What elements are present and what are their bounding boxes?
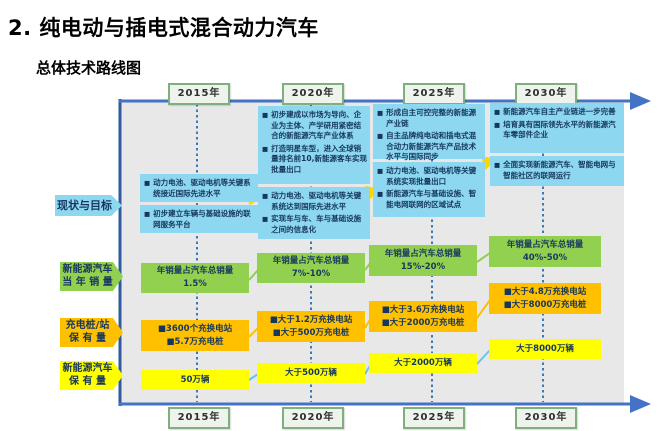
row-label-line: 保 有 量 xyxy=(69,375,106,387)
goal-box-2030-1: ■新能源汽车自主产业链进一步完善 ■培育具有国际领先水平的新能源汽车零部件企业 xyxy=(490,103,624,153)
sales-box-2030: 年销量占汽车总销量 40%-50% xyxy=(489,236,601,267)
goal-box-2020-2: ■动力电池、驱动电机等关键系统达到国际先进水平 ■实现车与车、车与基础设施之间的… xyxy=(258,187,370,239)
charging-line: ■大于500万充电桩 xyxy=(272,327,350,338)
goal-text: 打造明星车型，进入全球销量排名前10,新能源客车实现批量出口 xyxy=(271,143,367,174)
bullet-icon: ■ xyxy=(377,132,384,140)
sales-box-2020: 年销量占汽车总销量 7%-10% xyxy=(257,253,365,283)
row-label-text: 现状与目标 xyxy=(57,198,112,212)
goal-text: 动力电池、驱动电机等关键系统达到国际先进水平 xyxy=(271,191,362,211)
goal-text: 自主品牌纯电动和插电式混合动力新能源汽车产品技术水平与国际同步 xyxy=(386,131,477,161)
row-label-line: 新能源汽车 xyxy=(62,264,113,275)
goal-text: 初步建立车辆与基础设施的联网服务平台 xyxy=(153,209,251,229)
goal-text: 初步建成以市场为导向、企业为主体、产学研用紧密结合的新能源汽车产业体系 xyxy=(271,110,362,140)
goal-text: 动力电池、驱动电机等关键系统接近国际先进水平 xyxy=(153,178,251,198)
charging-box-2020: ■大于1.2万充换电站 ■大于500万充电桩 xyxy=(257,311,365,342)
row-label-annual-sales: 新能源汽车 当 年 销 量 xyxy=(60,262,123,291)
goal-text: 培育具有国际领先水平的新能源汽车零部件企业 xyxy=(503,119,616,140)
sales-value: 1.5% xyxy=(183,279,207,289)
page-title: 2. 纯电动与插电式混合动力汽车 xyxy=(8,16,319,40)
year-label-top-2030: 2030年 xyxy=(515,83,577,105)
charging-line: ■5.7万充电桩 xyxy=(166,336,224,347)
goal-box-2030-2: ■全面实现新能源汽车、智能电网与智能社区的联网运行 xyxy=(490,156,624,186)
fleet-box-2030: 大于8000万辆 xyxy=(489,339,601,359)
charging-box-2025: ■大于3.6万充换电站 ■大于2000万充电桩 xyxy=(369,301,477,332)
sales-value: 7%-10% xyxy=(291,269,331,279)
row-label-charging-stock: 充电桩/站 保 有 量 xyxy=(60,318,123,347)
goal-text: 新能源汽车与基础设施、智能电网联网的区域试点 xyxy=(386,189,477,209)
charging-line: ■大于8000万充电桩 xyxy=(503,299,587,310)
year-label-bottom-2025: 2025年 xyxy=(403,407,465,429)
year-label-top-2025: 2025年 xyxy=(403,83,465,105)
goal-box-2015-1: ■动力电池、驱动电机等关键系统接近国际先进水平 xyxy=(140,174,258,202)
sales-box-2015: 年销量占汽车总销量 1.5% xyxy=(141,263,249,293)
goal-box-2025-2: ■动力电池、驱动电机等关键系统实现批量出口 ■新能源汽车与基础设施、智能电网联网… xyxy=(373,162,485,217)
fleet-box-2015: 50万辆 xyxy=(141,370,249,390)
charging-box-2030: ■大于4.8万充换电站 ■大于8000万充电桩 xyxy=(489,283,601,314)
goal-text: 全面实现新能源汽车、智能电网与智能社区的联网运行 xyxy=(503,160,616,180)
goal-box-2020-1: ■初步建成以市场为导向、企业为主体、产学研用紧密结合的新能源汽车产业体系 ■打造… xyxy=(258,106,370,184)
bullet-icon: ■ xyxy=(494,161,501,169)
year-label-bottom-2020: 2020年 xyxy=(282,407,344,429)
row-label-line: 充电桩/站 xyxy=(65,320,110,331)
page-subtitle: 总体技术路线图 xyxy=(36,59,142,77)
row-label-vehicle-stock: 新能源汽车 保 有 量 xyxy=(60,361,123,390)
sales-caption: 年销量占汽车总销量 xyxy=(272,256,350,267)
sales-value: 15%-20% xyxy=(400,261,446,272)
charging-line: ■3600个充换电站 xyxy=(157,323,233,334)
charging-line: ■大于4.8万充换电站 xyxy=(503,286,587,297)
charging-line: ■大于3.6万充换电站 xyxy=(381,304,465,315)
row-label-line: 新能源汽车 xyxy=(62,363,113,374)
sales-box-2025: 年销量占汽车总销量 15%-20% xyxy=(369,245,477,276)
bullet-icon: ■ xyxy=(262,215,269,223)
bullet-icon: ■ xyxy=(144,179,151,187)
goal-text: 动力电池、驱动电机等关键系统实现批量出口 xyxy=(386,166,477,186)
fleet-value: 50万辆 xyxy=(180,374,210,385)
bullet-icon: ■ xyxy=(262,192,269,200)
bullet-icon: ■ xyxy=(377,167,384,175)
charging-line: ■大于1.2万充换电站 xyxy=(269,314,353,325)
year-label-bottom-2030: 2030年 xyxy=(515,407,577,429)
bullet-icon: ■ xyxy=(144,210,151,218)
sales-value: 40%-50% xyxy=(522,252,568,263)
bullet-icon: ■ xyxy=(377,190,384,198)
fleet-value: 大于500万辆 xyxy=(285,367,337,378)
bullet-icon: ■ xyxy=(262,144,269,153)
goal-text: 新能源汽车自主产业链进一步完善 xyxy=(503,107,616,116)
row-label-line: 当 年 销 量 xyxy=(62,276,113,288)
charging-box-2015: ■3600个充换电站 ■5.7万充电桩 xyxy=(141,320,249,351)
goal-text: 形成自主可控完整的新能源产业链 xyxy=(386,108,477,128)
row-label-status-goals: 现状与目标 xyxy=(55,195,122,216)
fleet-value: 大于8000万辆 xyxy=(516,343,574,354)
sales-caption: 年销量占汽车总销量 xyxy=(384,248,462,259)
year-label-top-2015: 2015年 xyxy=(168,83,230,105)
bullet-icon: ■ xyxy=(377,109,384,117)
sales-caption: 年销量占汽车总销量 xyxy=(506,239,584,250)
goal-box-2015-2: ■初步建立车辆与基础设施的联网服务平台 xyxy=(140,205,258,233)
fleet-box-2020: 大于500万辆 xyxy=(257,363,365,383)
bullet-icon: ■ xyxy=(494,120,501,129)
bullet-icon: ■ xyxy=(262,111,269,119)
charging-line: ■大于2000万充电桩 xyxy=(381,317,465,328)
sales-caption: 年销量占汽车总销量 xyxy=(156,266,234,277)
bullet-icon: ■ xyxy=(494,108,501,116)
goal-text: 实现车与车、车与基础设施之间的信息化 xyxy=(271,214,362,234)
year-label-bottom-2015: 2015年 xyxy=(168,407,230,429)
fleet-value: 大于2000万辆 xyxy=(394,357,452,368)
row-label-line: 保 有 量 xyxy=(69,332,106,344)
year-label-top-2020: 2020年 xyxy=(282,83,344,105)
goal-box-2025-1: ■形成自主可控完整的新能源产业链 ■自主品牌纯电动和插电式混合动力新能源汽车产品… xyxy=(373,104,485,161)
fleet-box-2025: 大于2000万辆 xyxy=(369,353,477,373)
